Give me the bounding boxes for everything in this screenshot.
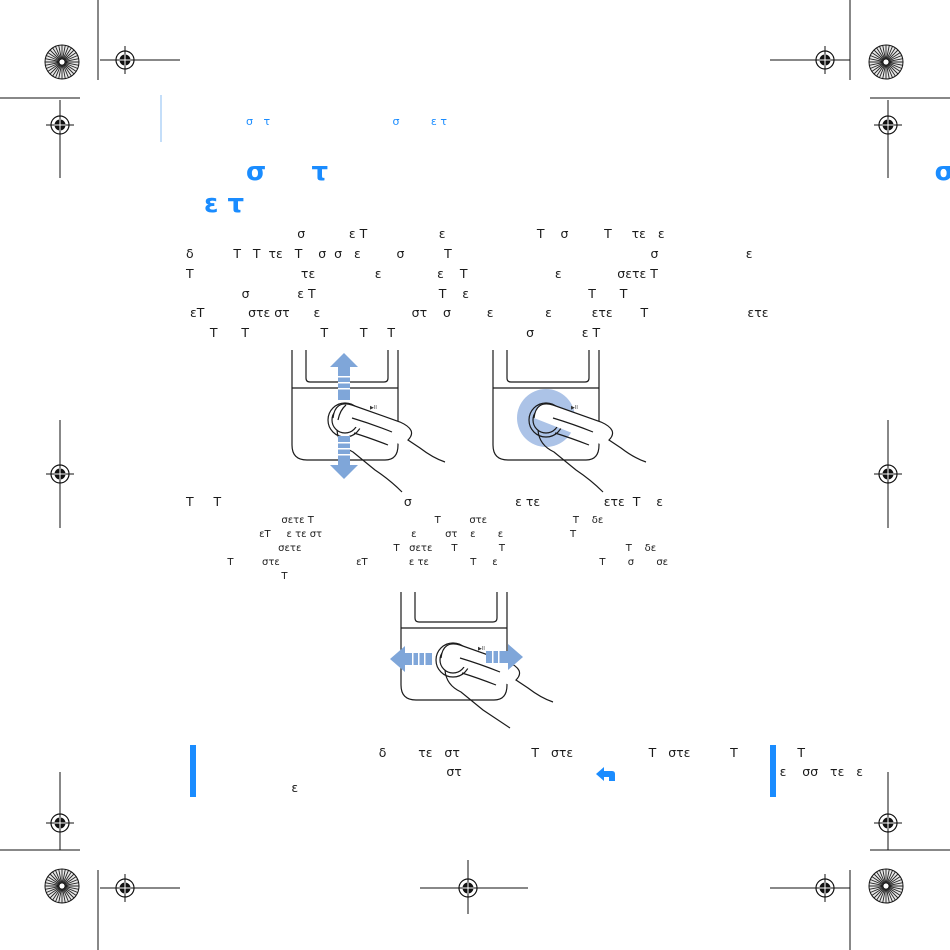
- note-bar-right: [770, 745, 776, 797]
- svg-text:▶II: ▶II: [571, 405, 578, 411]
- detail-line: σετε Τ Τ στε Τ δε: [186, 515, 604, 526]
- detail-line: σετε Τ σετε Τ Τ Τ δε: [186, 543, 657, 554]
- intro-line: εΤ στε στ ε στ σ ε ε ετε Τ ετε: [186, 305, 769, 320]
- back-arrow-icon: [596, 767, 615, 781]
- note-bar-left: [190, 745, 196, 797]
- page-title-line-2: ε τ: [204, 189, 245, 219]
- detail-line: Τ: [186, 571, 288, 582]
- running-header: σ τ σ ε τ: [246, 115, 447, 128]
- detail-line: Τ στε εΤ ε τε Τ ε Τ σ σε: [186, 557, 669, 568]
- finger-press-hold-icon: ▶II: [492, 350, 647, 493]
- finger-swipe-vertical-icon: ▶II: [291, 350, 446, 493]
- horizontal-swipe-arrows: [390, 644, 523, 672]
- intro-line: Τ Τ Τ Τ Τ σ ε Τ: [186, 325, 601, 340]
- intro-line: δ Τ Τ τε Τ σ σ ε σ Τ σ ε: [186, 246, 753, 261]
- intro-line: Τ τε ε ε Τ ε σετε Τ: [186, 266, 658, 281]
- svg-text:▶II: ▶II: [370, 405, 377, 411]
- svg-text:▶II: ▶II: [478, 646, 485, 652]
- vertical-swipe-arrows: [330, 353, 358, 479]
- middle-lead: Τ Τ σ ε τε ετε Τ ε: [186, 494, 664, 509]
- intro-line: σ ε Τ Τ ε Τ Τ: [186, 286, 628, 301]
- finger-swipe-horizontal-icon: ▶II: [400, 592, 554, 729]
- note-line: δ τε στ Τ στε Τ στε Τ Τ: [196, 745, 806, 760]
- intro-line: σ ε Τ ε Τ σ Τ τε ε: [186, 226, 665, 241]
- page-title-line-1: σ τ σ: [246, 157, 950, 187]
- detail-line: εΤ ε τε στ ε στ ε ε Τ: [186, 529, 577, 540]
- note-line: στ ε σσ τε ε: [196, 764, 864, 779]
- note-line: ε: [196, 780, 299, 795]
